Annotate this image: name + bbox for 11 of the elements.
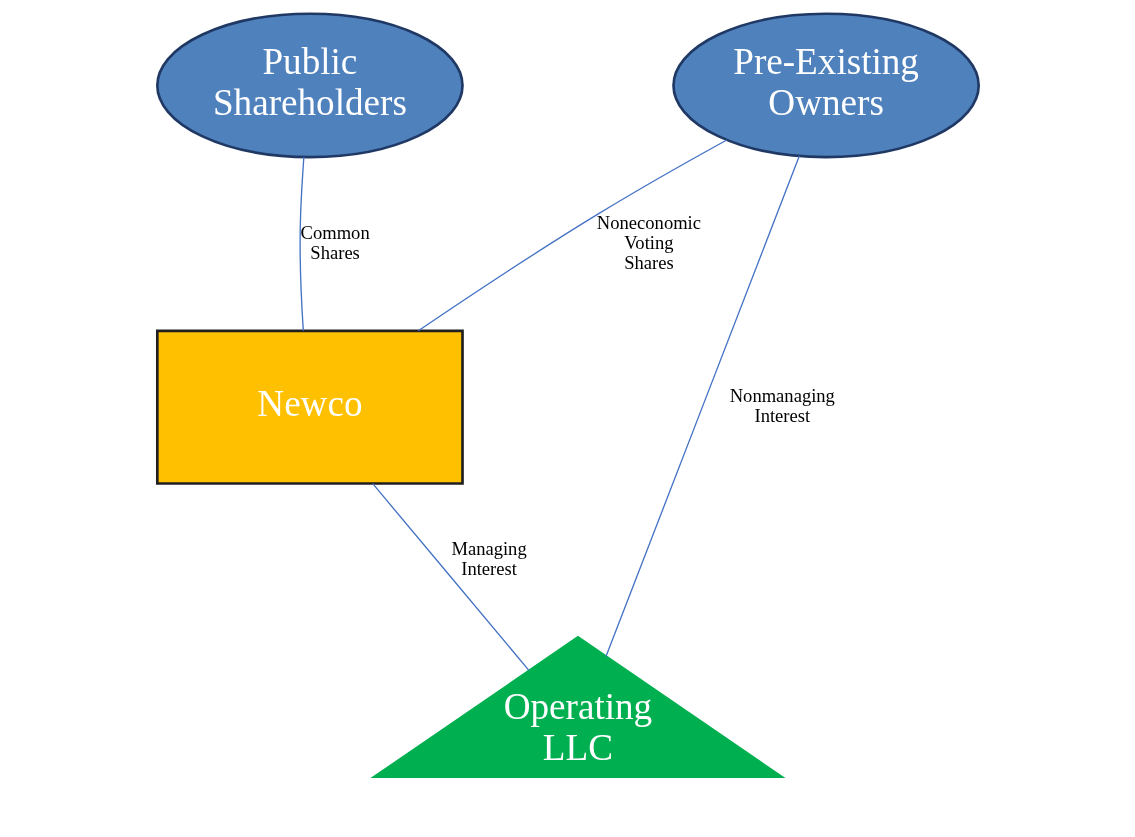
node-box: Newco — [155, 329, 464, 485]
node-ellipse: Pre-Existing Owners — [671, 12, 980, 159]
node-ellipse: Public Shareholders — [155, 12, 464, 159]
connector — [417, 139, 727, 332]
connector — [604, 155, 800, 658]
edge-label: Common Shares — [300, 221, 370, 263]
connector — [371, 483, 530, 671]
connector — [298, 156, 305, 332]
edge-label: Noneconomic Voting Shares — [596, 212, 701, 273]
edge-label: Nonmanaging Interest — [729, 385, 835, 427]
edge-label: Managing Interest — [450, 538, 527, 580]
